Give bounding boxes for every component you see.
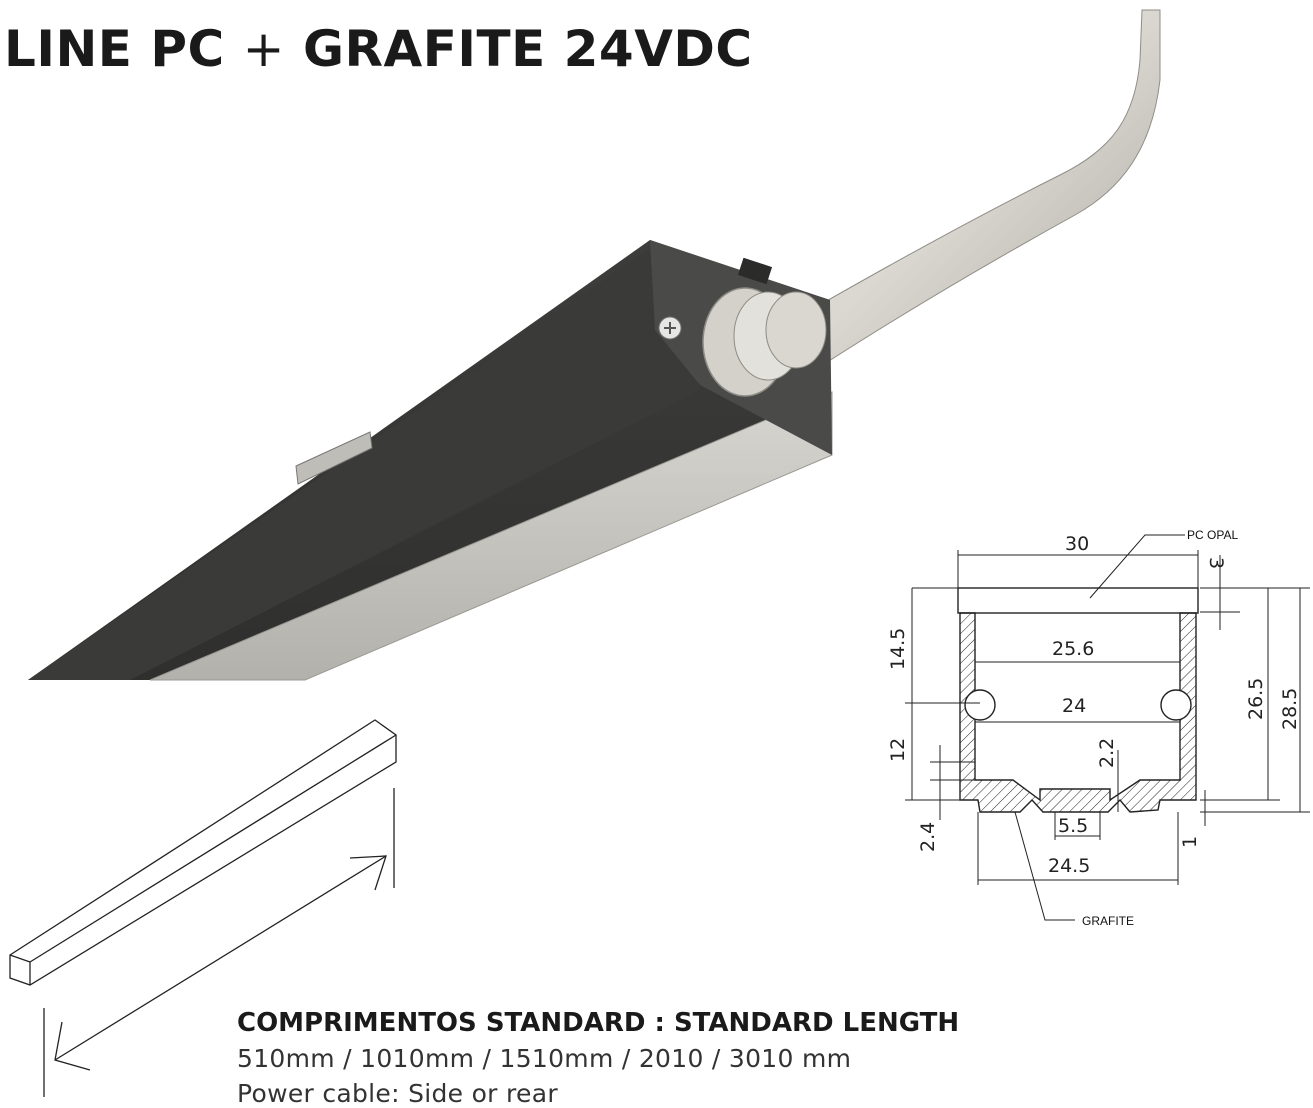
- specs-heading: COMPRIMENTOS STANDARD : STANDARD LENGTH: [237, 1008, 960, 1038]
- dim-5-5: 5.5: [1058, 815, 1088, 837]
- dim-2-2: 2.2: [1096, 738, 1118, 768]
- cross-section-drawing: [905, 534, 1310, 921]
- dim-14-5: 14.5: [887, 628, 909, 670]
- label-pc-opal: PC OPAL: [1187, 528, 1238, 542]
- cable-gland: [702, 287, 827, 397]
- dim-12: 12: [887, 738, 909, 762]
- dim-24-5: 24.5: [1048, 855, 1090, 877]
- dim-26-5: 26.5: [1245, 678, 1267, 720]
- dim-2-4: 2.4: [917, 822, 939, 852]
- mounting-clip: [295, 431, 373, 485]
- dim-28-5: 28.5: [1279, 688, 1301, 730]
- title-plus: +: [242, 20, 286, 78]
- dim-24: 24: [1062, 695, 1086, 717]
- specs-lengths: 510mm / 1010mm / 1510mm / 2010 / 3010 mm: [237, 1044, 852, 1073]
- dim-1: 1: [1179, 836, 1201, 848]
- pc-opal-cover: [957, 587, 1199, 614]
- dim-30: 30: [1065, 533, 1089, 555]
- title-part2: GRAFITE 24VDC: [302, 20, 753, 78]
- title-part1: LINE PC: [4, 20, 225, 78]
- power-cable: [789, 9, 1161, 371]
- dim-25-6: 25.6: [1052, 638, 1094, 660]
- label-grafite: GRAFITE: [1082, 914, 1134, 928]
- profile-sketch: [9, 719, 397, 1097]
- grafite-profile: [959, 612, 1197, 813]
- luminaire-render: [28, 9, 1161, 681]
- specs-cable: Power cable: Side or rear: [237, 1079, 558, 1108]
- specs-block: COMPRIMENTOS STANDARD : STANDARD LENGTH …: [237, 1008, 959, 1108]
- page-title: LINE PC + GRAFITE 24VDC: [4, 20, 753, 78]
- dim-3: 3: [1205, 557, 1227, 569]
